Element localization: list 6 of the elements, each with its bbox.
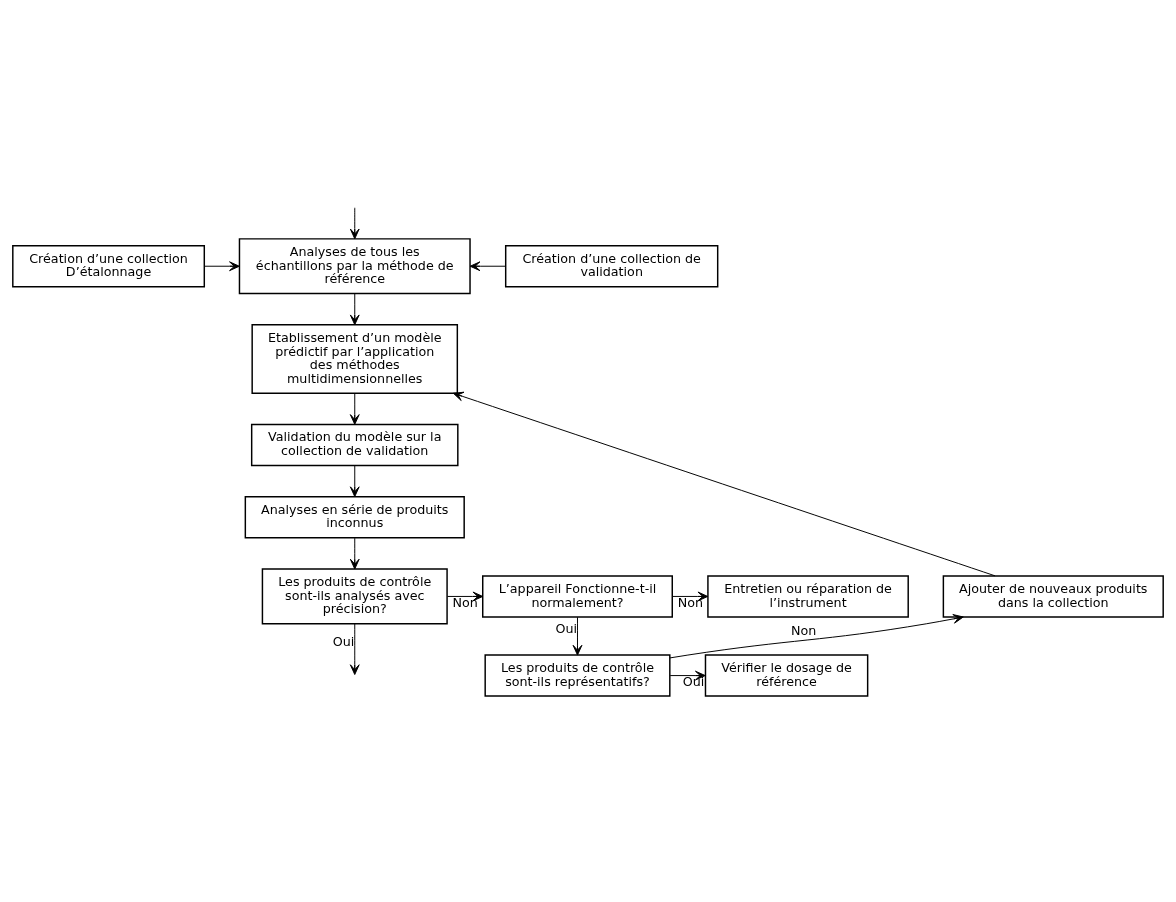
edge-label: Oui — [332, 633, 355, 649]
edge-label: Non — [452, 594, 478, 610]
edge-label: Oui — [682, 673, 705, 689]
edge-label: Non — [791, 622, 817, 638]
edge-label: Oui — [555, 620, 578, 636]
edge-label: Non — [677, 594, 703, 610]
